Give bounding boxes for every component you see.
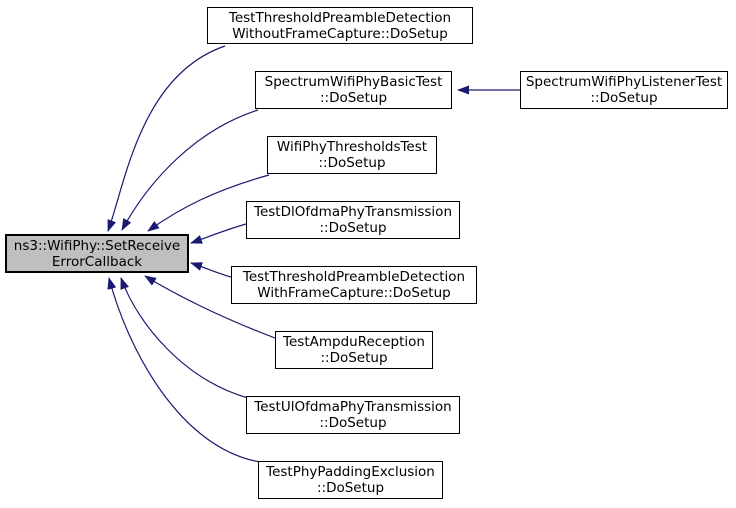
focus-node-label-line2: ErrorCallback [51, 253, 143, 270]
caller-spectrum-wifi-phy-listener-test[interactable]: SpectrumWifiPhyListenerTest ::DoSetup [520, 71, 728, 109]
edge-ul-ofdma-to-focus [120, 277, 249, 399]
caller-test-threshold-preamble-detection-with-frame-capture[interactable]: TestThresholdPreambleDetection WithFrame… [231, 266, 477, 304]
edge-without-frame-capture-to-focus [107, 45, 226, 232]
caller-label-line2: ::DoSetup [318, 155, 386, 171]
caller-label-line2: ::DoSetup [316, 480, 385, 496]
caller-label-line1: TestAmpduReception [283, 334, 425, 350]
caller-label-line2: WithoutFrameCapture::DoSetup [232, 25, 448, 42]
caller-label-line1: SpectrumWifiPhyBasicTest [264, 74, 443, 90]
caller-label-line2: ::DoSetup [319, 415, 387, 431]
edge-spectrum-basic-to-focus [121, 109, 259, 231]
edge-phy-padding-to-focus [107, 277, 261, 463]
caller-label-line2: ::DoSetup [590, 90, 658, 106]
caller-test-phy-padding-exclusion[interactable]: TestPhyPaddingExclusion ::DoSetup [258, 461, 443, 499]
edge-thresholds-test-to-focus [147, 174, 270, 232]
caller-label-line2: ::DoSetup [320, 350, 388, 366]
focus-node-label-line1: ns3::WifiPhy::SetReceive [13, 237, 181, 254]
caller-label-line1: TestPhyPaddingExclusion [266, 464, 435, 480]
caller-label-line2: WithFrameCapture::DoSetup [257, 285, 451, 301]
caller-test-ul-ofdma-phy-transmission[interactable]: TestUlOfdmaPhyTransmission ::DoSetup [246, 396, 460, 434]
caller-label-line1: TestThresholdPreambleDetection [228, 9, 452, 26]
edge-dl-ofdma-to-focus [190, 223, 247, 244]
caller-label-line2: ::DoSetup [319, 90, 388, 106]
edge-ampdu-reception-to-focus [144, 275, 276, 339]
caller-label-line2: ::DoSetup [319, 220, 387, 236]
caller-spectrum-wifi-phy-basic-test[interactable]: SpectrumWifiPhyBasicTest ::DoSetup [255, 71, 452, 109]
caller-test-ampdu-reception[interactable]: TestAmpduReception ::DoSetup [275, 331, 433, 369]
caller-label-line1: SpectrumWifiPhyListenerTest [525, 74, 723, 90]
caller-label-line1: WifiPhyThresholdsTest [276, 139, 428, 155]
caller-label-line1: TestUlOfdmaPhyTransmission [254, 399, 452, 415]
caller-label-line1: TestDlOfdmaPhyTransmission [254, 204, 452, 220]
focus-node-set-receive-error-callback: ns3::WifiPhy::SetReceive ErrorCallback [5, 234, 189, 273]
caller-test-threshold-preamble-detection-without-frame-capture[interactable]: TestThresholdPreambleDetection WithoutFr… [207, 7, 473, 44]
edge-with-frame-capture-to-focus [190, 262, 232, 278]
caller-test-dl-ofdma-phy-transmission[interactable]: TestDlOfdmaPhyTransmission ::DoSetup [246, 201, 460, 239]
caller-wifi-phy-thresholds-test[interactable]: WifiPhyThresholdsTest ::DoSetup [267, 136, 437, 174]
caller-label-line1: TestThresholdPreambleDetection [242, 269, 466, 285]
